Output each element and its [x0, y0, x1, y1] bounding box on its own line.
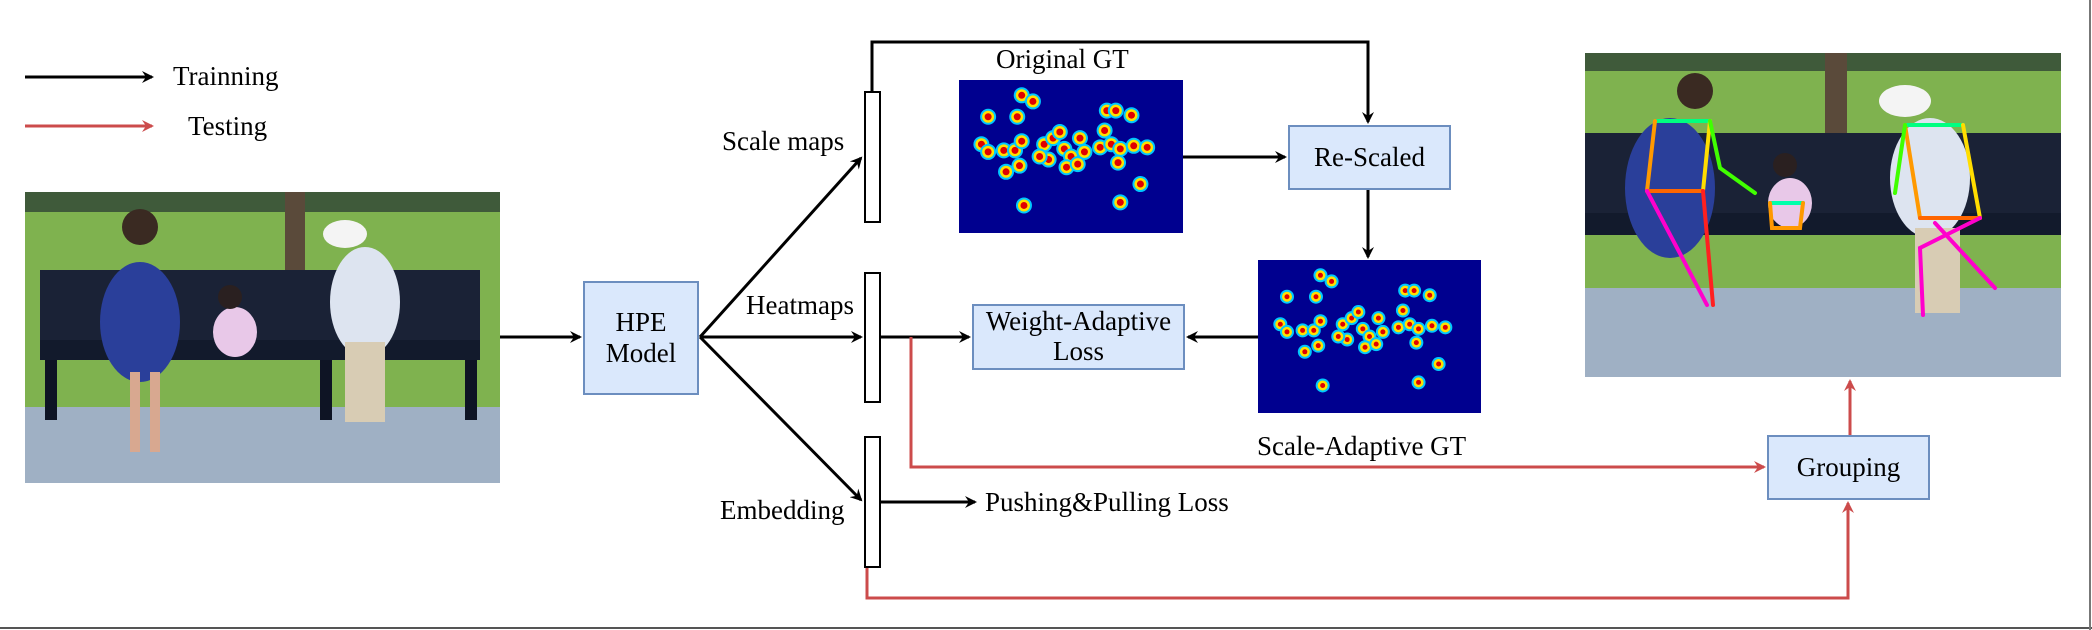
frame-right-border [2089, 0, 2091, 630]
heatmap-keypoint-blob [1315, 343, 1321, 349]
heatmap-keypoint-blob [1013, 113, 1021, 121]
heatmap-keypoint-blob [1015, 162, 1023, 170]
scale-maps-label: Scale maps [722, 126, 845, 156]
heatmap-keypoint-blob [1311, 327, 1317, 333]
heatmap-keypoint-blob [1136, 180, 1144, 188]
heatmap-keypoint-blob [1063, 163, 1071, 171]
legend-testing-label: Testing [188, 111, 268, 141]
heatmap-keypoint-blob [1442, 324, 1448, 330]
heatmap-keypoint-blob [1411, 288, 1417, 294]
heatmap-keypoint-blob [1112, 107, 1120, 115]
heatmap-keypoint-blob [1036, 153, 1044, 160]
heatmap-keypoint-blob [1436, 361, 1442, 367]
re-scaled-label: Re-Scaled [1314, 141, 1425, 172]
heatmap-keypoint-blob [1284, 294, 1290, 300]
heatmap-keypoint-blob [1317, 272, 1323, 278]
heatmap-keypoint-blob [1018, 137, 1026, 145]
weight-adaptive-line1: Weight-Adaptive [985, 306, 1172, 337]
heatmap-keypoint-blob [1114, 159, 1122, 167]
heatmap-keypoint-blob [1040, 140, 1048, 148]
original-gt-heatmap [959, 80, 1183, 233]
heatmap-keypoint-blob [1127, 111, 1135, 119]
heatmap-keypoint-blob [1373, 341, 1379, 347]
heatmap-keypoint-blob [1427, 292, 1433, 298]
heatmap-keypoint-blob [1395, 324, 1401, 330]
heatmap-keypoint-blob [1413, 340, 1419, 346]
scale-adaptive-gt-heatmap [1258, 260, 1481, 413]
arrow-scale-maps-to-re-scaled [870, 40, 1374, 124]
heatmap-keypoint-blob [1313, 294, 1319, 300]
scale-maps-bar [864, 91, 881, 223]
grouping-label: Grouping [1796, 451, 1901, 482]
heatmap-keypoint-blob [1380, 329, 1386, 335]
heatmap-keypoint-blob [1402, 288, 1408, 294]
heatmap-keypoint-blob [1344, 337, 1350, 343]
embedding-bar [864, 436, 881, 568]
heatmap-keypoint-blob [1056, 128, 1064, 136]
heatmap-keypoint-blob [1407, 321, 1413, 327]
pushing-pulling-loss-label: Pushing&Pulling Loss [985, 487, 1229, 517]
heatmap-keypoint-blob [1011, 146, 1019, 154]
heatmap-keypoint-blob [1116, 198, 1124, 206]
heatmap-keypoint-blob [1400, 307, 1406, 313]
heatmap-keypoint-blob [1076, 134, 1084, 142]
original-gt-label: Original GT [996, 44, 1129, 74]
hpe-model-line2: Model [605, 338, 677, 368]
heatmap-keypoint-blob [1360, 326, 1366, 332]
heatmaps-bar [864, 272, 881, 403]
heatmap-keypoint-blob [1018, 91, 1026, 99]
heatmap-keypoint-blob [1130, 142, 1138, 150]
hpe-model-line1: HPE [615, 306, 667, 337]
heatmap-keypoint-blob [1000, 146, 1008, 154]
heatmap-keypoint-blob [1096, 143, 1104, 151]
heatmap-keypoint-blob [1284, 329, 1290, 335]
frame-bottom-border [0, 627, 2092, 629]
heatmap-keypoint-blob [1300, 327, 1306, 333]
heatmap-keypoint-blob [1335, 334, 1341, 339]
output-photo [1585, 53, 2061, 377]
heatmap-keypoint-blob [1329, 278, 1335, 284]
heatmap-keypoint-blob [1101, 126, 1109, 134]
weight-adaptive-loss-node: Weight-Adaptive Loss [972, 304, 1185, 370]
heatmap-keypoint-blob [1116, 145, 1124, 153]
heatmap-keypoint-blob [1416, 326, 1422, 332]
embedding-label: Embedding [720, 495, 845, 525]
test-arrow-embedding-to-grouping [865, 501, 1854, 600]
heatmap-keypoint-blob [1362, 344, 1368, 350]
heatmap-keypoint-blob [984, 148, 992, 156]
hpe-model-node: HPE Model [583, 281, 699, 395]
heatmap-keypoint-blob [1143, 143, 1151, 151]
grouping-node: Grouping [1767, 435, 1930, 500]
heatmap-keypoint-blob [1002, 168, 1010, 176]
arrow-hpe-to-scale-maps [698, 156, 863, 339]
heatmap-keypoint-blob [1416, 379, 1422, 385]
heatmap-keypoint-blob [984, 113, 992, 121]
heatmap-keypoint-blob [1355, 309, 1361, 315]
scale-adaptive-gt-label: Scale-Adaptive GT [1257, 431, 1467, 461]
re-scaled-node: Re-Scaled [1288, 125, 1451, 190]
heatmap-keypoint-blob [1375, 315, 1381, 321]
heatmap-keypoint-blob [1029, 97, 1037, 105]
heatmap-keypoint-blob [1429, 323, 1435, 329]
legend-training-label: Trainning [173, 61, 279, 91]
heatmap-keypoint-blob [1340, 321, 1346, 327]
arrow-hpe-to-embedding [698, 335, 863, 502]
heatmap-keypoint-blob [1302, 349, 1308, 355]
heatmap-keypoint-blob [1020, 201, 1028, 209]
heatmap-keypoint-blob [1080, 148, 1088, 156]
heatmap-keypoint-blob [1367, 334, 1372, 339]
heatmap-keypoint-blob [1320, 382, 1326, 388]
heatmap-keypoint-blob [1349, 315, 1355, 321]
weight-adaptive-line2: Loss [1052, 336, 1104, 366]
heatmap-keypoint-blob [1074, 160, 1082, 168]
input-photo [25, 192, 500, 483]
test-arrow-heatmaps-to-grouping [909, 337, 1766, 473]
heatmap-keypoint-blob [1277, 321, 1283, 327]
heatmap-keypoint-blob [1317, 318, 1323, 324]
heatmaps-label: Heatmaps [746, 290, 854, 320]
